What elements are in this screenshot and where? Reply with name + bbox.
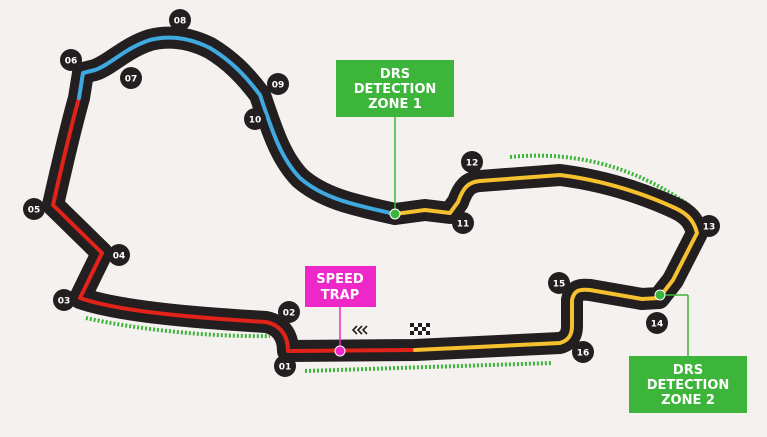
drs1-detection-point	[389, 208, 401, 220]
turn-marker-16: 16	[572, 341, 594, 363]
turn-label: 11	[457, 220, 470, 230]
turn-label: 13	[703, 223, 716, 233]
speed-trap-point	[334, 345, 346, 357]
chequered-flag-icon	[410, 323, 430, 335]
turn-label: 15	[553, 280, 566, 290]
turn-marker-14: 14	[646, 312, 668, 334]
turn-label: 02	[283, 309, 296, 319]
turn-marker-11: 11	[452, 212, 474, 234]
drs-zone-back-straight	[509, 153, 692, 208]
turn-marker-06: 06	[60, 49, 82, 71]
turn-label: 04	[113, 252, 126, 262]
turn-marker-15: 15	[548, 272, 570, 294]
callout-line: ZONE 2	[661, 393, 715, 408]
turn-label: 10	[249, 116, 262, 126]
turn-marker-03: 03	[53, 289, 75, 311]
callout-line: TRAP	[321, 288, 359, 303]
drs-detection-zone-2-callout: DRS DETECTION ZONE 2	[629, 356, 747, 413]
drs-zone-turn-03	[85, 316, 271, 339]
callout-line: SPEED	[316, 272, 364, 287]
callout-line: DRS	[380, 67, 410, 82]
turn-label: 03	[58, 297, 71, 307]
turn-label: 01	[279, 363, 292, 373]
speed-trap-callout: SPEED TRAP	[305, 266, 376, 307]
direction-chevrons-icon	[351, 325, 368, 335]
drs2-detection-point	[654, 289, 666, 301]
callout-line: DETECTION	[647, 378, 730, 393]
turn-label: 06	[65, 57, 78, 67]
turn-label: 14	[651, 320, 664, 330]
turn-markers: 01 02 03 04 05 06 07 08 09 10 11 12 13 1…	[23, 9, 720, 377]
turn-marker-12: 12	[461, 151, 483, 173]
turn-marker-05: 05	[23, 198, 45, 220]
callout-line: DRS	[673, 363, 703, 378]
turn-label: 07	[125, 75, 138, 85]
drs-detection-zone-1-callout: DRS DETECTION ZONE 1	[336, 60, 454, 117]
turn-label: 12	[466, 159, 479, 169]
turn-label: 09	[272, 81, 285, 91]
turn-marker-02: 02	[278, 301, 300, 323]
sector-2-line	[77, 35, 397, 216]
turn-marker-04: 04	[108, 244, 130, 266]
callout-line: DETECTION	[354, 82, 437, 97]
turn-marker-13: 13	[698, 215, 720, 237]
turn-label: 08	[174, 17, 187, 27]
sector-3-line	[393, 173, 699, 352]
turn-label: 05	[28, 206, 41, 216]
turn-marker-07: 07	[120, 67, 142, 89]
sector-1-line	[51, 96, 417, 353]
turn-label: 16	[577, 349, 590, 359]
drs-zones	[85, 153, 692, 373]
callout-line: ZONE 1	[368, 97, 422, 112]
drs-zone-main-straight	[304, 361, 553, 373]
turn-marker-09: 09	[267, 73, 289, 95]
turn-marker-01: 01	[274, 355, 296, 377]
turn-marker-08: 08	[169, 9, 191, 31]
turn-marker-10: 10	[244, 108, 266, 130]
